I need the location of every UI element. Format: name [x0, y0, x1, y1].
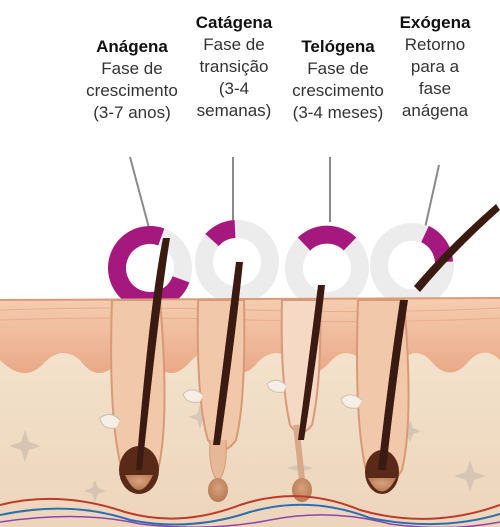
- pointer-lines: [130, 157, 439, 228]
- cycle-ring-anagen: [108, 226, 193, 311]
- cycle-ring-telogen: [294, 235, 360, 301]
- pointer-line-exogen: [425, 165, 439, 228]
- pointer-line-anagen: [130, 157, 149, 228]
